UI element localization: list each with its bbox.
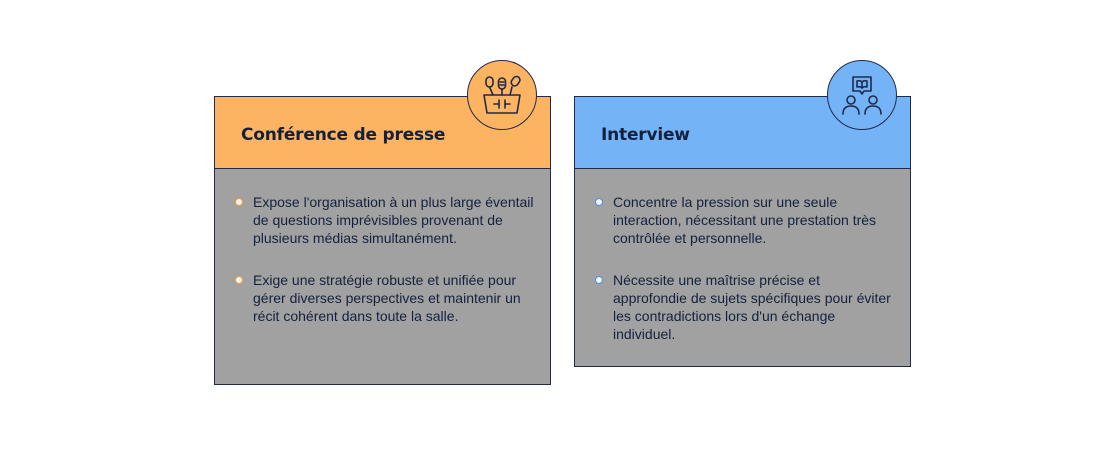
interview-body: Concentre la pression sur une seule inte…: [575, 169, 910, 366]
list-item: Expose l'organisation à un plus large év…: [232, 193, 534, 247]
press-conference-bullet-list: Expose l'organisation à un plus large év…: [232, 193, 534, 349]
bullet-text: Expose l'organisation à un plus large év…: [253, 194, 534, 246]
list-item: Nécessite une maîtrise précise et approf…: [592, 271, 894, 343]
interview-card: Interview Concentre la pression sur une …: [574, 96, 911, 367]
press-conference-body: Expose l'organisation à un plus large év…: [215, 169, 550, 384]
list-item: Exige une stratégie robuste et unifiée p…: [232, 271, 534, 325]
list-item: Concentre la pression sur une seule inte…: [592, 193, 894, 247]
interview-header: Interview: [575, 97, 910, 169]
bullet-dot-icon: [235, 198, 243, 206]
interview-bullet-list: Concentre la pression sur une seule inte…: [592, 193, 894, 367]
interview-title: Interview: [601, 125, 690, 145]
bullet-text: Nécessite une maîtrise précise et approf…: [613, 272, 891, 342]
press-conference-podium-icon: [467, 60, 537, 130]
bullet-dot-icon: [595, 198, 603, 206]
press-conference-card: Conférence de presse Expose l'organisati…: [214, 96, 551, 385]
press-conference-title: Conférence de presse: [241, 125, 446, 145]
bullet-dot-icon: [595, 276, 603, 284]
bullet-text: Concentre la pression sur une seule inte…: [613, 194, 877, 246]
interview-two-people-icon: [827, 60, 897, 130]
bullet-text: Exige une stratégie robuste et unifiée p…: [253, 272, 521, 324]
bullet-dot-icon: [235, 276, 243, 284]
